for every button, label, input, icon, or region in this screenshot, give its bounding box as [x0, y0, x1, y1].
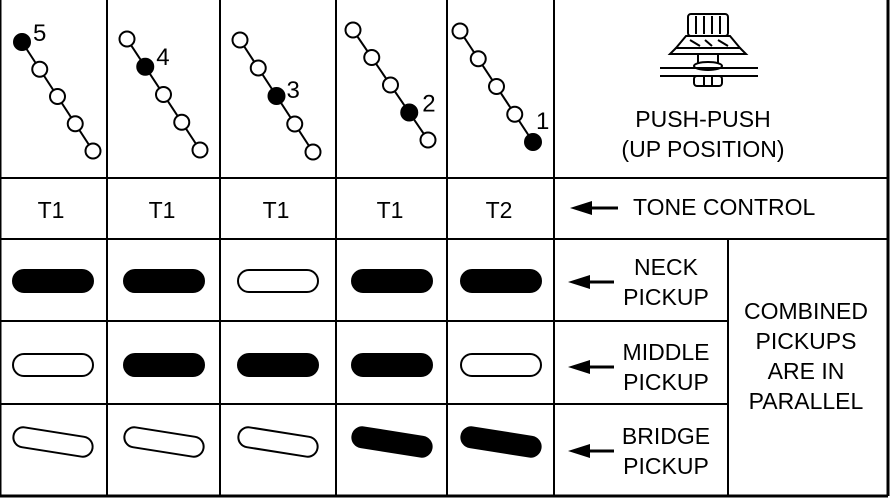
pickup-on-icon: [351, 269, 433, 293]
tone-row: T1 T1 T1 T1 T2: [38, 197, 513, 223]
tone-value: T2: [486, 197, 513, 223]
switch-dot: [304, 143, 322, 161]
pickup-on-icon: [351, 426, 433, 458]
knob-label-line1: PUSH-PUSH: [635, 106, 770, 132]
push-push-knob-icon: [660, 13, 758, 87]
tone-arrow-icon: [570, 201, 618, 215]
pickup-on-icon: [12, 269, 94, 293]
switch-diagrams: 5 4 3 2 1: [13, 20, 549, 161]
switch-diagram-1: 1: [451, 22, 549, 151]
tone-value: T1: [149, 197, 176, 223]
pickup-label-line2: PICKUP: [623, 284, 709, 310]
switch-dot-active: [524, 133, 542, 151]
pickup-on-icon: [123, 269, 205, 293]
pickup-on-icon: [237, 353, 319, 377]
pickup-row-bridge: BRIDGE PICKUP: [12, 423, 710, 479]
pickup-off-icon: [460, 353, 542, 377]
switch-dot: [66, 115, 84, 133]
switch-dot-active: [400, 103, 419, 122]
combined-note-line4: PARALLEL: [749, 388, 864, 414]
switch-dot-active: [267, 87, 286, 105]
switch-dot: [344, 21, 362, 39]
pickup-label-line1: MIDDLE: [623, 339, 710, 365]
pickup-off-icon: [237, 269, 319, 293]
switch-dot: [363, 49, 381, 66]
switch-diagram-2: 2: [344, 21, 437, 149]
switch-dot-active: [136, 57, 155, 76]
pickup-off-icon: [12, 353, 94, 377]
pickup-on-icon: [460, 269, 542, 293]
switch-position-number: 1: [536, 108, 549, 135]
knob-label-line2: (UP POSITION): [621, 136, 784, 162]
pickup-label-line1: BRIDGE: [622, 423, 710, 449]
combined-note-line1: COMBINED: [744, 298, 868, 324]
switch-dot: [488, 78, 505, 95]
combined-note-line2: PICKUPS: [756, 328, 857, 354]
pickup-off-icon: [12, 426, 94, 458]
switch-dot: [451, 22, 469, 40]
switch-diagram-3: 3: [231, 31, 322, 161]
switch-dot: [173, 113, 191, 131]
tone-value: T1: [263, 197, 290, 223]
switch-dot: [469, 50, 487, 68]
tone-value: T1: [377, 197, 404, 223]
switch-position-number: 5: [33, 20, 46, 47]
pickup-arrow-icon: [568, 275, 614, 289]
switch-dot: [382, 76, 399, 94]
switch-position-number: 3: [287, 77, 300, 104]
switch-dot: [84, 142, 102, 160]
switch-dot: [231, 31, 249, 49]
pickup-row-middle: MIDDLE PICKUP: [12, 339, 710, 395]
switch-dot: [286, 115, 304, 133]
pickup-on-icon: [123, 353, 205, 377]
pickup-rows: NECK PICKUP MIDDLE PICKUP BRIDGE PICKUP: [12, 254, 710, 479]
tone-value: T1: [38, 197, 65, 223]
switch-diagram-4: 4: [118, 30, 209, 159]
switch-dot: [49, 88, 66, 105]
pickup-off-icon: [237, 426, 319, 458]
pickup-on-icon: [351, 353, 433, 377]
switch-dot: [249, 59, 267, 77]
switch-dot: [191, 141, 209, 159]
tone-control-label: TONE CONTROL: [633, 194, 816, 220]
pickup-label-line1: NECK: [634, 254, 699, 280]
pickup-on-icon: [460, 426, 542, 458]
switch-dot: [506, 105, 524, 123]
switch-diagram-5: 5: [13, 20, 102, 160]
switch-dot: [155, 86, 172, 103]
pickup-label-line2: PICKUP: [623, 369, 709, 395]
pickup-label-line2: PICKUP: [623, 453, 709, 479]
pickup-off-icon: [123, 426, 205, 458]
switch-dot-active: [13, 33, 31, 51]
switch-dot: [118, 30, 136, 48]
pickup-arrow-icon: [568, 360, 614, 374]
switch-dot: [31, 60, 49, 78]
switch-position-number: 4: [156, 44, 169, 71]
combined-note-line3: ARE IN: [768, 358, 845, 384]
switch-dot: [419, 131, 437, 149]
pickup-row-neck: NECK PICKUP: [12, 254, 709, 310]
pickup-arrow-icon: [568, 444, 614, 458]
switch-position-number: 2: [422, 91, 435, 118]
